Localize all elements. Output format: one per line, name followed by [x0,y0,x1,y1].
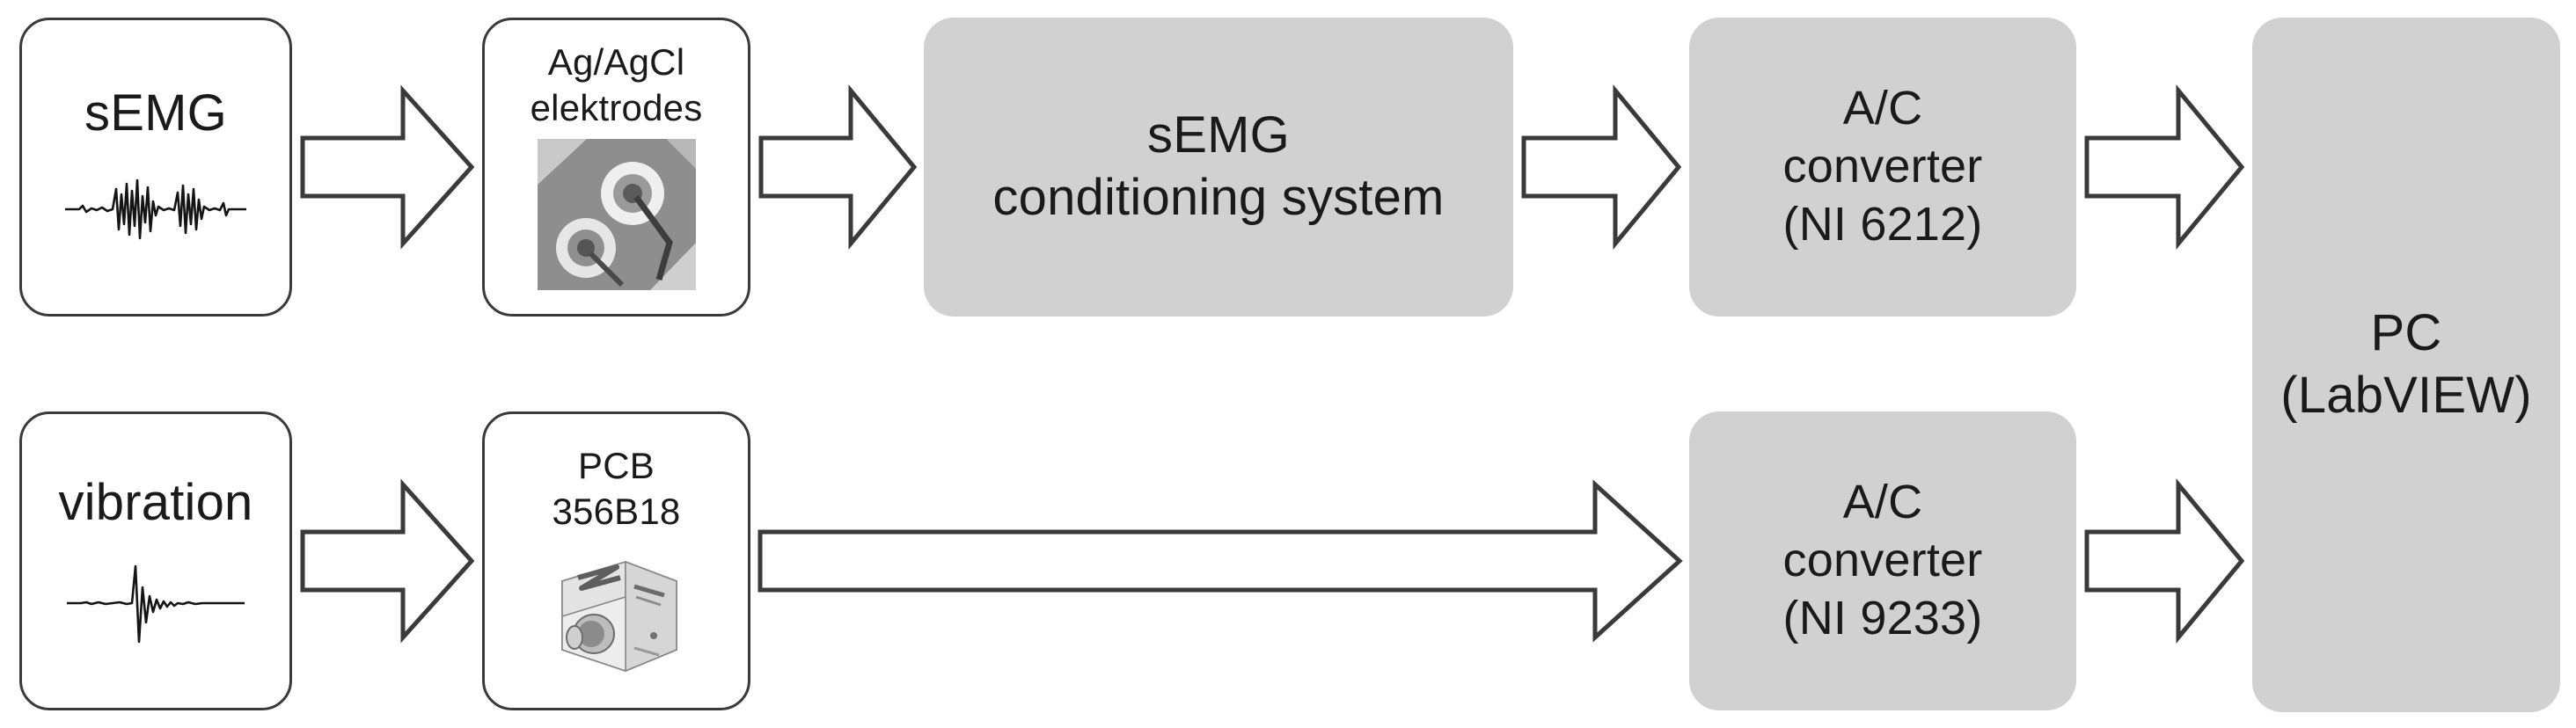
node-conditioning-label: sEMG conditioning system [992,106,1445,226]
node-semg-label: sEMG [84,84,227,142]
arrow-conditioning-to-ac6212 [1520,84,1682,251]
arrow-pcb-to-ac9233 [757,477,1683,644]
vibration-waveform-icon [63,561,248,650]
node-vibration-label: vibration [58,474,253,532]
node-ac-converter-9233-label: A/C converter (NI 9233) [1782,476,1983,644]
semg-waveform-icon [63,171,248,251]
node-ac-converter-ni9233[interactable]: A/C converter (NI 9233) [1689,411,2076,710]
node-pc-labview[interactable]: PC (LabVIEW) [2252,18,2560,712]
node-vibration[interactable]: vibration [19,411,292,710]
node-pcb-356b18[interactable]: PCB 356B18 [482,411,750,710]
node-semg-conditioning-system[interactable]: sEMG conditioning system [924,18,1513,317]
arrow-vibration-to-pcb [299,477,475,644]
arrow-electrodes-to-conditioning [757,84,918,251]
arrow-ac6212-to-pc [2083,84,2245,251]
agagcl-electrodes-photo [537,138,696,295]
node-pc-label: PC (LabVIEW) [2280,304,2532,424]
node-ac-converter-6212-label: A/C converter (NI 6212) [1782,82,1983,251]
arrow-ac9233-to-pc [2083,477,2245,644]
node-semg[interactable]: sEMG [19,18,292,317]
node-ac-converter-ni6212[interactable]: A/C converter (NI 6212) [1689,18,2076,317]
pcb-accelerometer-photo [543,542,691,679]
node-electrodes-label: Ag/AgCl elektrodes [530,41,703,128]
node-agagcl-electrodes[interactable]: Ag/AgCl elektrodes [482,18,750,317]
arrow-semg-to-electrodes [299,84,475,251]
node-pcb-label: PCB 356B18 [552,445,681,532]
